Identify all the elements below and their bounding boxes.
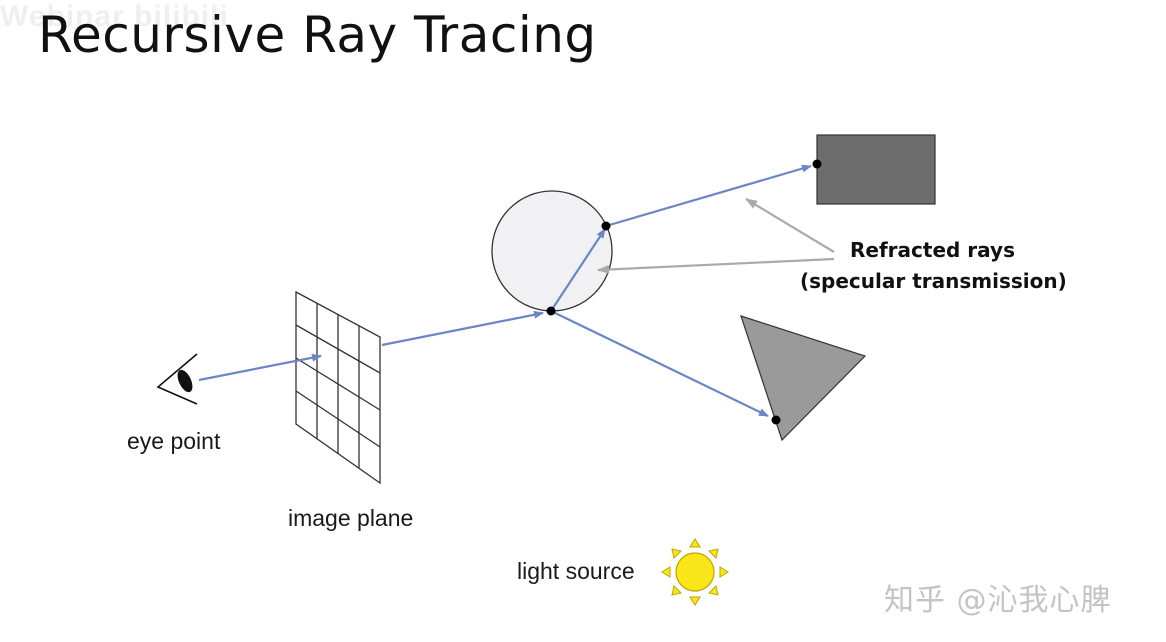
- ray-plane-to-sphere: [381, 310, 544, 347]
- ray-sphere-to-triangle: [550, 310, 769, 417]
- label-pointer-arrows: [597, 198, 835, 274]
- intersection-points: [546, 159, 822, 425]
- refracted-rays-label: Refracted rays (specular transmission): [800, 238, 1067, 293]
- triangle-object: [740, 315, 867, 442]
- slide-title: Recursive Ray Tracing: [38, 6, 597, 64]
- eye-icon: [156, 353, 198, 405]
- bilibili-watermark: Webinar bilibili: [0, 0, 229, 33]
- ray-inside-sphere: [550, 228, 606, 312]
- ray-eye-to-plane: [198, 353, 322, 382]
- zhihu-watermark: 知乎 @沁我心脾: [884, 583, 1112, 618]
- sun-icon: [661, 538, 729, 606]
- rays: [198, 164, 812, 417]
- image-plane-label: image plane: [288, 505, 414, 531]
- image-plane-grid: [295, 290, 381, 485]
- refracted-rays-line1: Refracted rays: [850, 238, 1015, 262]
- rectangle-object: [816, 134, 936, 205]
- eye-point-label: eye point: [127, 428, 221, 454]
- refracted-rays-line2: (specular transmission): [800, 269, 1067, 293]
- light-source-label: light source: [517, 558, 635, 584]
- glass-sphere: [491, 190, 613, 312]
- ray-sphere-to-rectangle: [605, 164, 812, 228]
